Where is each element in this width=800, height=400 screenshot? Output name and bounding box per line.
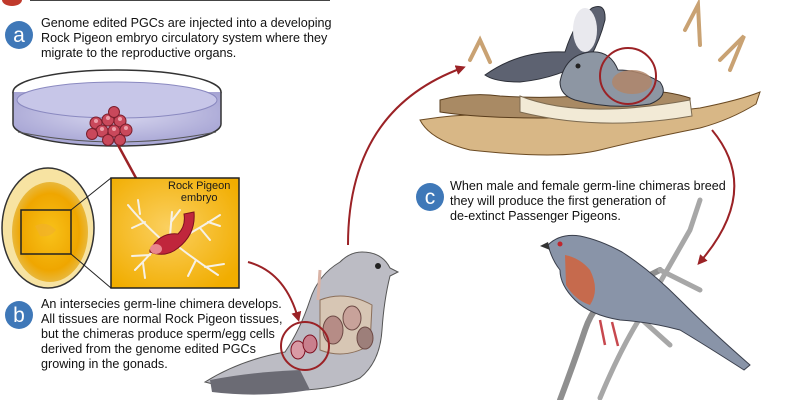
step-b-line-4: derived from the genome edited PGCs — [41, 342, 256, 356]
step-c-line-2: they will produce the first generation o… — [450, 194, 666, 208]
step-b-line-2: All tissues are normal Rock Pigeon tissu… — [41, 312, 283, 326]
step-c-line-3: de-extinct Passenger Pigeons. — [450, 209, 621, 223]
petri-dish — [12, 69, 222, 147]
embryo-inset — [110, 177, 240, 289]
title-accent-circle — [2, 0, 22, 6]
step-a-caption: Genome edited PGCs are injected into a d… — [41, 16, 332, 61]
nest-with-pigeons — [419, 0, 761, 156]
gonad-highlight-circle — [280, 321, 330, 371]
embryo-label-line-1: Rock Pigeon — [168, 180, 231, 192]
nest-highlight-circle — [599, 47, 657, 105]
step-a-line-2: Rock Pigeon embryo circulatory system wh… — [41, 31, 328, 45]
embryo-label-line-2: embryo — [180, 192, 218, 204]
step-b-caption: An intersecies germ-line chimera develop… — [41, 297, 282, 372]
step-b-line-1: An intersecies germ-line chimera develop… — [41, 297, 282, 311]
arrow-nest-to-passenger-pigeon — [697, 129, 736, 266]
step-c-caption: When male and female germ-line chimeras … — [450, 179, 726, 224]
step-b-circle: b — [5, 301, 33, 329]
step-a-line-1: Genome edited PGCs are injected into a d… — [41, 16, 332, 30]
egg — [1, 167, 95, 289]
step-b-line-5: growing in the gonads. — [41, 357, 168, 371]
arrow-chimera-to-nest — [347, 65, 466, 246]
step-c-circle: c — [416, 183, 444, 211]
step-a-line-3: migrate to the reproductive organs. — [41, 46, 237, 60]
passenger-pigeon — [540, 197, 751, 400]
embryo-body — [149, 211, 195, 255]
step-c-line-1: When male and female germ-line chimeras … — [450, 179, 726, 193]
arrow-embryo-to-chimera — [247, 261, 302, 322]
step-b-line-3: but the chimeras produce sperm/egg cells — [41, 327, 275, 341]
step-a-circle: a — [5, 21, 33, 49]
chimera-pigeon — [203, 251, 400, 395]
embryo-label: Rock Pigeon embryo — [168, 180, 230, 204]
